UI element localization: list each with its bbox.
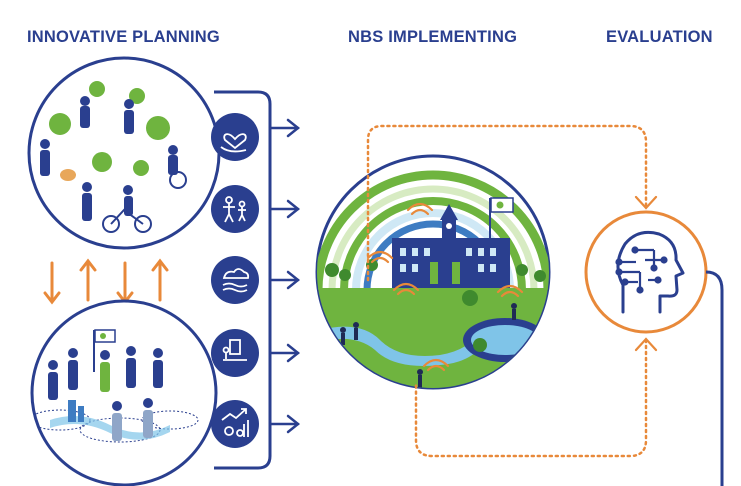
park-people (340, 303, 517, 388)
building-person-icon (222, 339, 247, 361)
feedback-loop (366, 124, 648, 458)
exchange-arrows (43, 258, 169, 305)
ai-head-icon (616, 230, 685, 314)
speech-bubble-icon (49, 81, 170, 176)
weather-icon (222, 268, 250, 293)
citizens-circle (27, 56, 221, 250)
citizens-figures (40, 96, 178, 221)
icon-building (211, 329, 259, 377)
stroller-icon (60, 169, 76, 181)
people-icon (223, 196, 246, 223)
evaluation-circle (584, 210, 708, 334)
evaluation-heading: EVALUATION (606, 28, 713, 46)
icon-growth (211, 400, 259, 448)
codesign-circle (30, 299, 218, 486)
icon-people (211, 185, 259, 233)
heart-hand-icon (220, 133, 247, 153)
flag-icon (489, 197, 514, 238)
stakeholder-figures (48, 346, 163, 441)
town-hall-building (392, 204, 510, 288)
loop-arrowheads (634, 195, 658, 352)
icon-weather (211, 256, 259, 304)
wheelchair-icon (169, 171, 187, 189)
trees (325, 259, 546, 352)
input-arrows (268, 118, 301, 434)
bicycle-icon (102, 208, 152, 233)
growth-gears-icon (221, 408, 249, 437)
buildings-icon (68, 400, 84, 422)
sensor-icon (366, 202, 524, 372)
nbs-implementing-heading: NBS IMPLEMENTING (348, 28, 518, 46)
nbs-landscape-circle (315, 154, 551, 390)
innovative-planning-heading: INNOVATIVE PLANNING (27, 28, 220, 46)
circuit-lines (615, 246, 668, 294)
icon-heart-hand (211, 113, 259, 161)
river (320, 326, 490, 366)
flag-icon (93, 329, 116, 372)
return-line (705, 270, 724, 486)
